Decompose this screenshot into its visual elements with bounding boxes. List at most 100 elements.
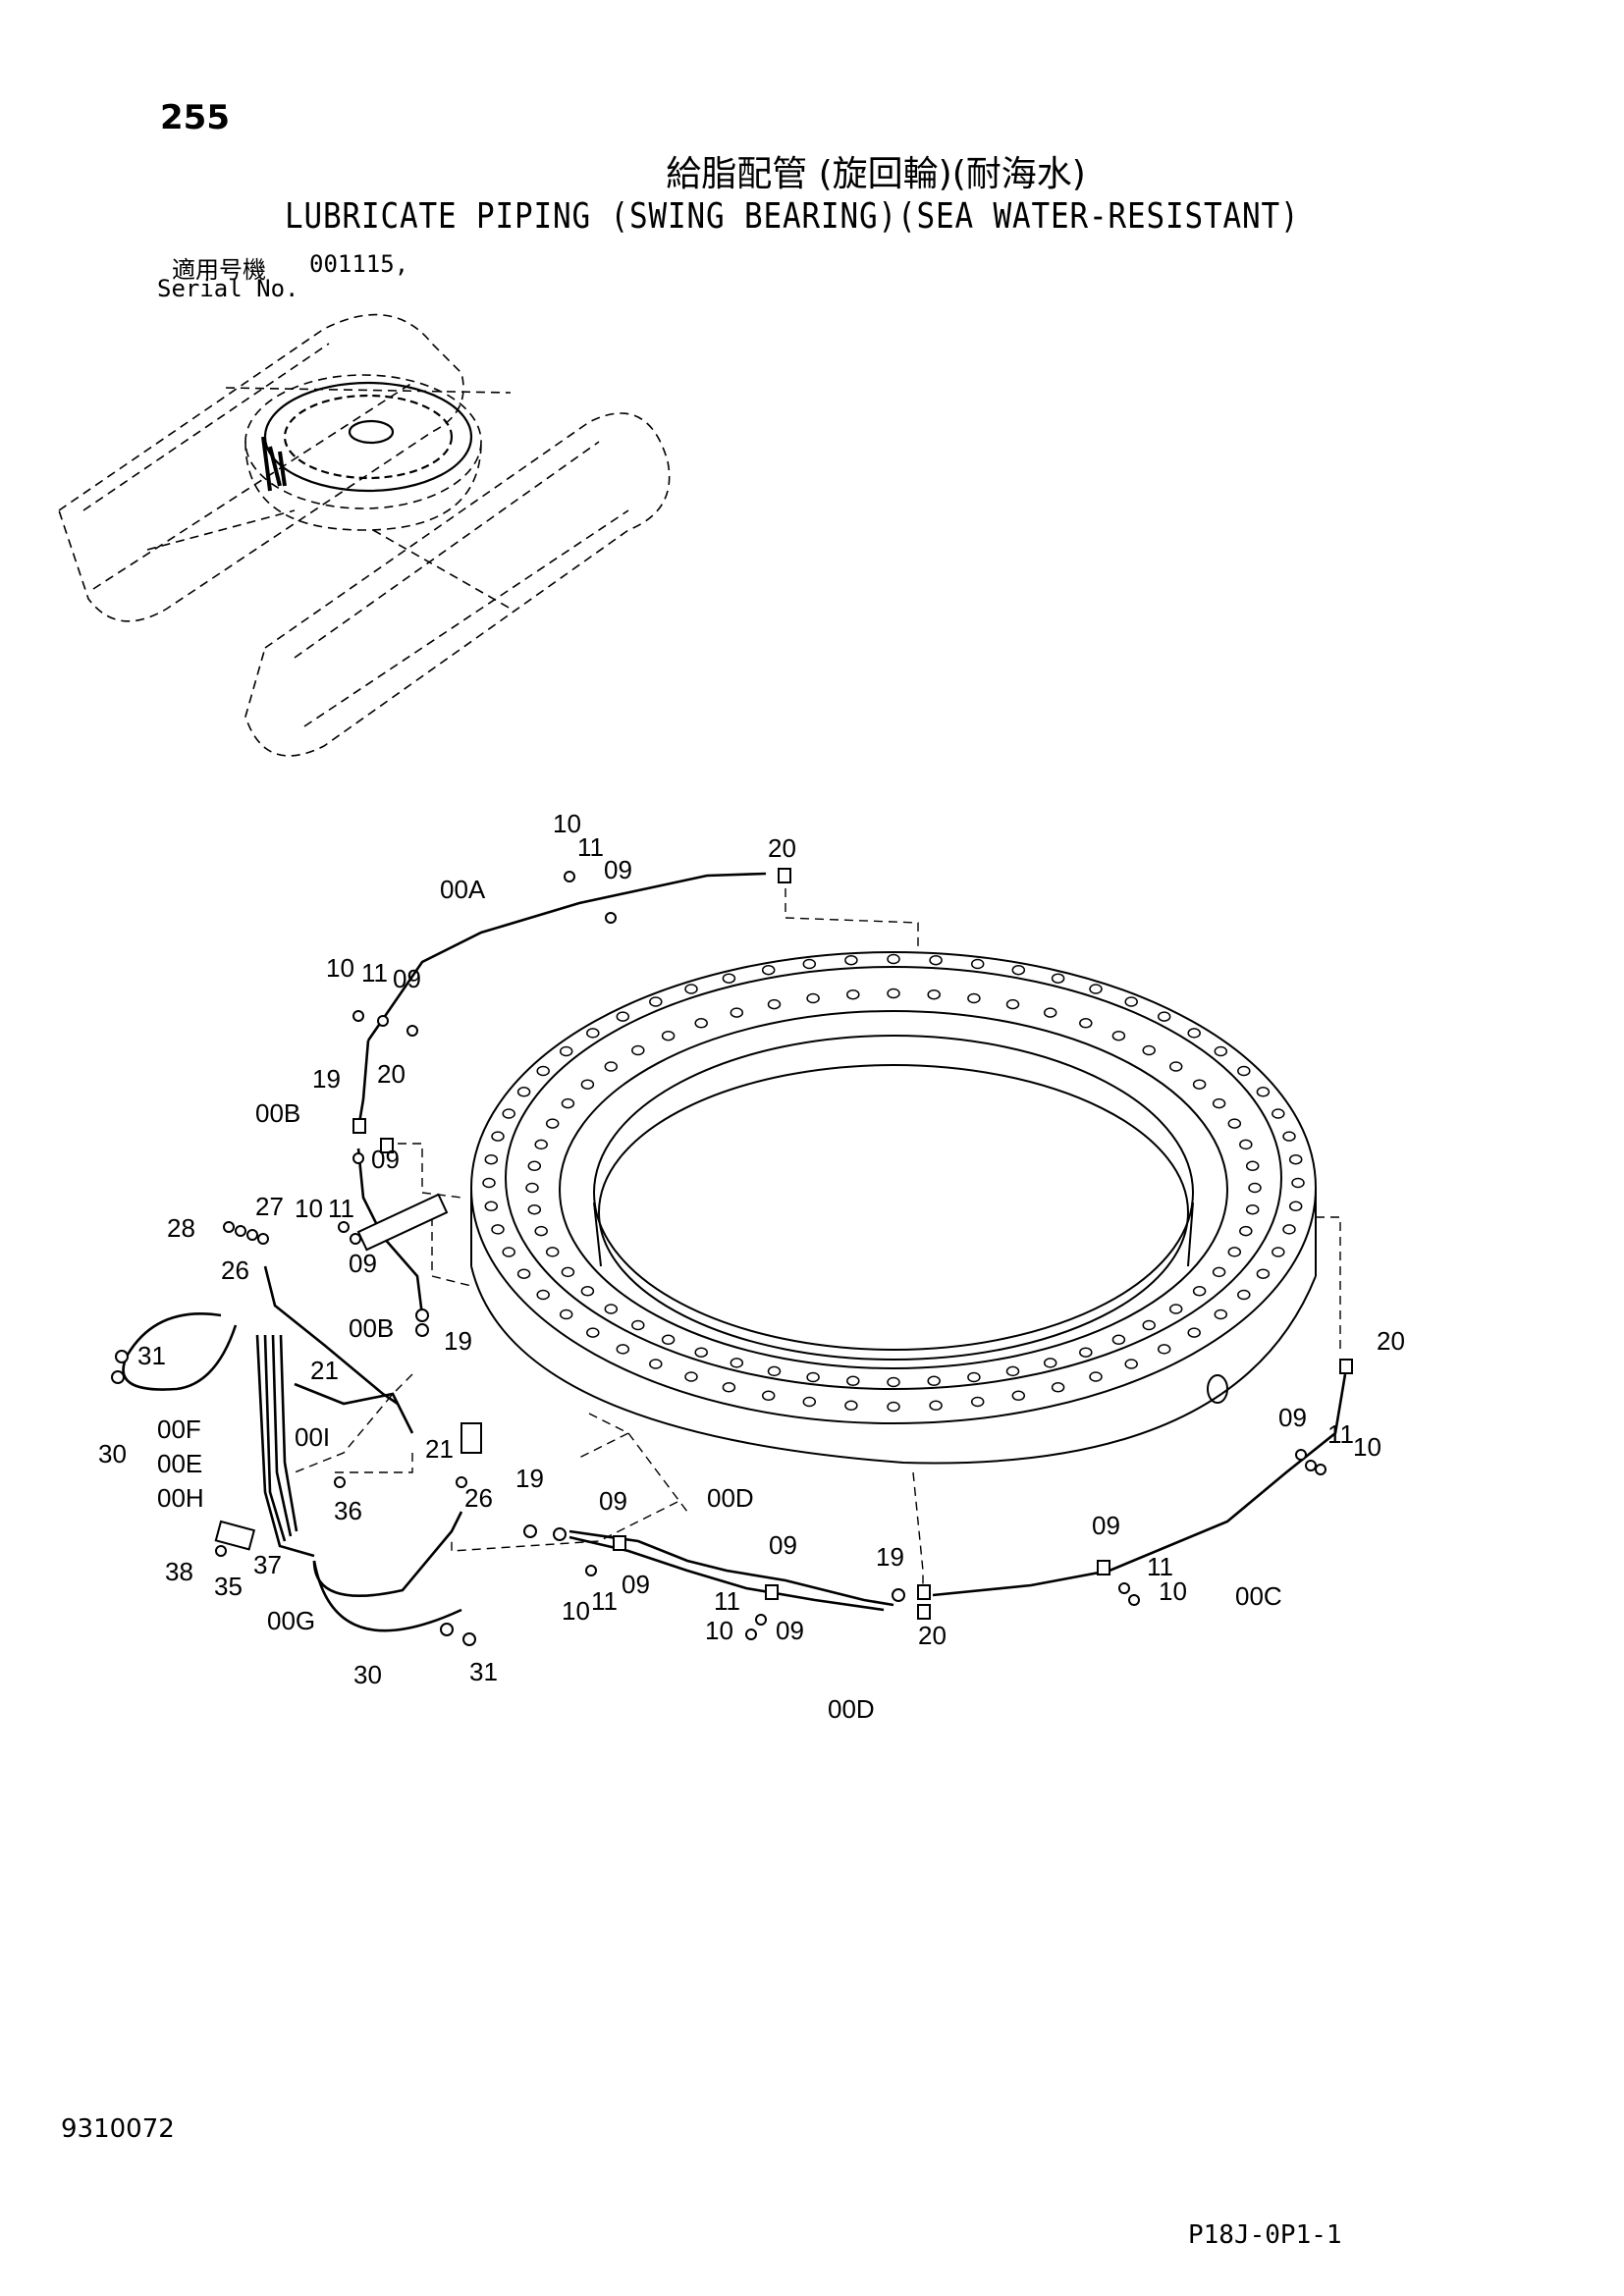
bolt-hole: [887, 1401, 900, 1413]
callout-label: 21: [310, 1356, 339, 1385]
bolt-hole: [1256, 1087, 1271, 1097]
callout-label: 20: [1377, 1326, 1405, 1356]
bolt-hole: [929, 954, 943, 966]
callout-label: 19: [515, 1464, 544, 1493]
bolt-hole: [1043, 1358, 1057, 1368]
callout-label: 00E: [157, 1449, 202, 1478]
callout-label: 31: [469, 1657, 498, 1686]
callout-label: 09: [371, 1145, 400, 1174]
fittings: [111, 868, 1353, 1646]
bolt-hole: [1214, 1045, 1228, 1057]
bolt-hole: [1239, 1139, 1253, 1150]
bolt-hole: [761, 1390, 776, 1402]
bolt-hole: [661, 1030, 676, 1041]
callout-label: 09: [769, 1530, 797, 1560]
bolt-hole: [1192, 1286, 1207, 1297]
bolt-hole: [1051, 973, 1065, 984]
callout-label: 10: [295, 1194, 323, 1223]
bolt-hole: [559, 1045, 573, 1057]
callout-label: 00D: [707, 1483, 754, 1513]
bolt-hole: [767, 998, 782, 1010]
bolt-hole: [887, 988, 900, 999]
bolt-hole: [927, 988, 941, 1000]
callout-label: 10: [1159, 1576, 1187, 1606]
bolt-hole: [967, 992, 981, 1004]
bolt-hole: [1212, 1097, 1226, 1109]
bolt-hole: [1011, 964, 1026, 976]
bolt-hole: [516, 1087, 531, 1097]
bolt-hole: [1237, 1065, 1251, 1077]
bolt-hole: [887, 953, 900, 965]
bolt-holes: [482, 953, 1305, 1413]
callout-label: 10: [705, 1616, 733, 1645]
callout-label: 00A: [440, 875, 486, 904]
bolt-hole: [1157, 1011, 1171, 1022]
bolt-hole: [1245, 1203, 1260, 1215]
bolt-hole: [846, 988, 860, 1000]
bolt-hole: [525, 1182, 539, 1194]
callout-label: 19: [876, 1542, 904, 1572]
callout-label: 09: [599, 1486, 627, 1516]
bolt-hole: [1227, 1118, 1242, 1129]
bolt-hole: [1288, 1153, 1303, 1165]
bolt-hole: [1111, 1030, 1126, 1041]
callout-label: 09: [393, 964, 421, 993]
callout-label: 26: [221, 1255, 249, 1285]
bolt-hole: [1282, 1131, 1296, 1142]
bolt-hole: [482, 1177, 496, 1189]
bolt-hole: [1256, 1268, 1271, 1279]
callout-label: 00C: [1235, 1581, 1282, 1611]
bolt-hole: [844, 954, 858, 966]
bolt-hole: [970, 958, 985, 970]
bolt-hole: [1011, 1390, 1026, 1402]
bolt-hole: [1124, 996, 1138, 1007]
bolt-hole: [1192, 1079, 1207, 1090]
bolt-hole: [694, 1347, 708, 1358]
callout-label: 00B: [255, 1098, 300, 1128]
bolt-hole: [1212, 1266, 1226, 1278]
bolt-hole: [604, 1304, 619, 1314]
callout-label: 20: [918, 1621, 947, 1650]
callout-label: 10: [326, 953, 354, 983]
callout-label: 11: [714, 1586, 740, 1616]
bolt-hole: [1227, 1247, 1242, 1257]
bolt-hole: [545, 1118, 560, 1129]
bolt-hole: [616, 1011, 630, 1022]
callout-label: 00H: [157, 1483, 204, 1513]
bolt-hole: [1187, 1028, 1201, 1039]
bolt-hole: [649, 1359, 663, 1369]
bolt-hole: [806, 992, 820, 1004]
bolt-hole: [806, 1371, 820, 1383]
bolt-hole: [631, 1319, 645, 1331]
serial-label-english: Serial No.: [157, 275, 299, 302]
bolt-hole: [722, 1382, 736, 1393]
bolt-hole: [970, 1396, 985, 1408]
callout-label: 00G: [267, 1606, 315, 1635]
callout-label: 30: [353, 1660, 382, 1689]
bolt-hole: [616, 1344, 630, 1355]
callout-label: 10: [553, 809, 581, 838]
bolt-hole: [927, 1375, 941, 1387]
callout-label: 35: [214, 1572, 243, 1601]
callout-label: 00D: [828, 1694, 875, 1724]
bolt-hole: [1282, 1224, 1296, 1235]
bolt-hole: [767, 1365, 782, 1377]
bolt-hole: [1272, 1247, 1285, 1257]
callout-label: 09: [1278, 1403, 1307, 1432]
bolt-hole: [604, 1061, 619, 1072]
bolt-hole: [1111, 1334, 1126, 1346]
bolt-hole: [516, 1268, 531, 1279]
page-number: 255: [160, 98, 230, 137]
bolt-hole: [1272, 1108, 1285, 1119]
callout-label: 28: [167, 1213, 195, 1243]
reference-dashed-lines: [294, 888, 1341, 1590]
bolt-hole: [802, 1396, 817, 1408]
bolt-hole: [534, 1225, 548, 1237]
bolt-hole: [502, 1108, 515, 1119]
bolt-hole: [1079, 1018, 1093, 1029]
bolt-hole: [649, 996, 663, 1007]
bolt-hole: [527, 1160, 542, 1172]
bolt-hole: [1124, 1359, 1138, 1369]
bolt-hole: [491, 1224, 505, 1235]
